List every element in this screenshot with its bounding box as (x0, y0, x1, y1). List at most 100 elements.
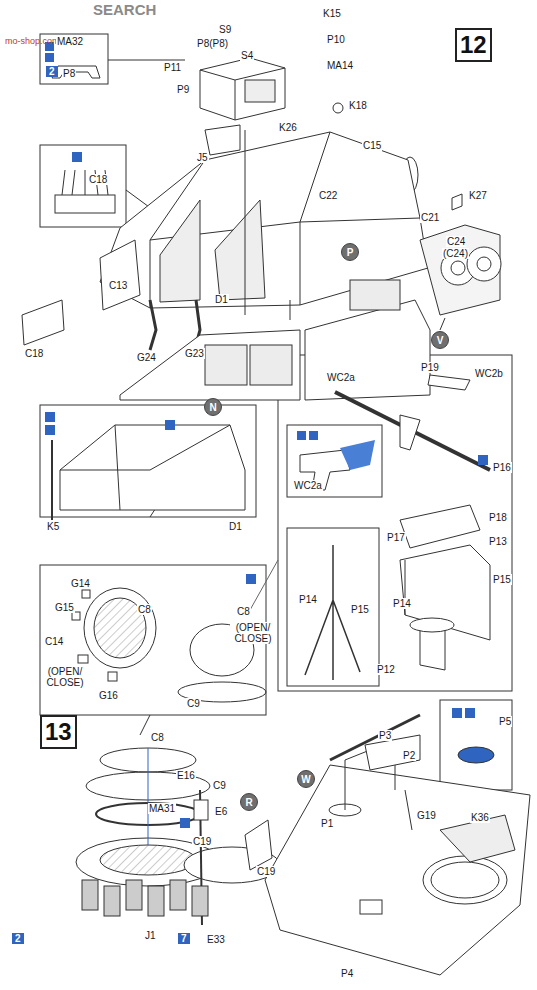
part-number: D1 (214, 294, 229, 305)
part-number: P18 (488, 512, 508, 523)
circle-outline (241, 794, 258, 811)
part-number: G14 (70, 578, 91, 589)
part-number: C14 (44, 636, 64, 647)
part-number: K27 (468, 190, 488, 201)
part-number: P8(P8) (196, 38, 229, 49)
hull-detail-edge (60, 425, 230, 510)
radio-rack (250, 345, 292, 385)
part-p3 (365, 735, 420, 770)
part-number: J1 (144, 930, 157, 941)
part-p13 (400, 505, 480, 548)
part-number: WC2a (293, 480, 323, 491)
periscope-bin (82, 880, 98, 910)
part-number: P14 (298, 594, 318, 605)
part-number: WC2a (326, 372, 356, 383)
part-number: G15 (54, 602, 75, 613)
part-number: (OPEN/ CLOSE) (42, 666, 88, 688)
part-number: G24 (136, 352, 157, 363)
part-p15-shield (400, 545, 490, 640)
part-number: WC2b (474, 368, 504, 379)
watermark: mo-shop.com (4, 36, 61, 47)
part-number: P14 (392, 598, 412, 609)
part-number: P9 (176, 84, 190, 95)
lower-hull-right (305, 300, 430, 400)
part-k18 (333, 103, 343, 113)
hatch-c19 (245, 820, 272, 870)
leader-line (140, 715, 150, 735)
part-number: J5 (196, 152, 209, 163)
part-c18 (22, 300, 64, 345)
part-number: E33 (206, 934, 226, 945)
part-number: P4 (340, 968, 354, 979)
arrow-lines (62, 170, 108, 195)
part-number: MA31 (148, 803, 176, 814)
leader-line (108, 60, 185, 61)
part-number: C8 (150, 732, 165, 743)
part-number: C18 (24, 348, 44, 359)
radio-box (200, 58, 285, 120)
assembly-arrow (245, 130, 445, 330)
part-p8 (52, 66, 100, 78)
floor-p4 (265, 765, 530, 975)
inset-frame (278, 355, 512, 691)
periscope-bin (104, 886, 120, 916)
part-j5 (205, 125, 240, 155)
inset-frame (287, 528, 379, 686)
part-p5-spot (458, 747, 494, 763)
wheel-rack (420, 225, 500, 315)
hull-plate (160, 200, 200, 302)
part-number: (OPEN/ CLOSE) (230, 622, 276, 644)
part-number: C8 (137, 604, 152, 615)
part-number: P2 (402, 750, 416, 761)
part-k5 (51, 440, 53, 520)
paint-icon (45, 425, 55, 435)
location-circle: W (297, 770, 315, 788)
part-c18 (55, 195, 115, 213)
location-circle: R (240, 793, 258, 811)
hatch-c8 (84, 588, 156, 668)
part-number: C24 (446, 236, 466, 247)
part-number: E16 (176, 770, 196, 781)
cupola-ring-inner (100, 845, 196, 875)
part-number: G23 (184, 348, 205, 359)
step-icon-number: 7 (178, 933, 190, 944)
part-number: P12 (376, 664, 396, 675)
paint-icon (478, 455, 488, 465)
part-number: C8 (236, 606, 251, 617)
location-circle: N (204, 398, 222, 416)
paint-icon (309, 431, 318, 440)
part-number: P13 (488, 536, 508, 547)
part-number: P19 (420, 362, 440, 373)
part-number: D1 (228, 521, 243, 532)
location-circle: P (341, 243, 359, 261)
part-number: C9 (212, 780, 227, 791)
floor-ring-inner (431, 862, 499, 898)
step-icon-number: 2 (12, 933, 24, 944)
location-letter: N (204, 402, 222, 413)
part-g19 (405, 790, 412, 830)
location-letter: V (431, 335, 449, 346)
part-number: K18 (348, 100, 368, 111)
circle-outline (432, 332, 449, 349)
inset-frame (40, 405, 256, 517)
paint-icon (452, 708, 462, 718)
mg-magazine (340, 440, 375, 470)
part-number: S9 (218, 24, 232, 35)
step-number: 12 (457, 32, 490, 58)
part-number: K15 (322, 8, 342, 19)
part-number: C19 (256, 866, 276, 877)
part-g14 (82, 590, 90, 598)
floor-detail (360, 900, 382, 914)
part-g15 (72, 612, 80, 620)
part-number: P17 (386, 532, 406, 543)
assembly-arrow (148, 748, 149, 845)
part-c14 (78, 655, 88, 663)
paint-icon (465, 708, 475, 718)
inset-frame (287, 425, 382, 497)
part-g16 (108, 672, 117, 681)
floor-ring (423, 856, 507, 904)
spare-wheel-hub (451, 261, 465, 275)
part-k27 (452, 194, 462, 210)
leader-line (250, 560, 278, 610)
hull-detail (60, 425, 245, 510)
